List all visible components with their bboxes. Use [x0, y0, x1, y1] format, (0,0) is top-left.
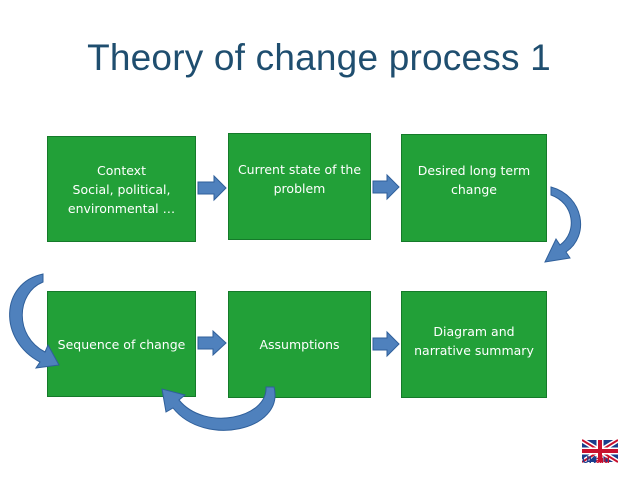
arrow-assumptions-to-summary [372, 330, 400, 358]
arrow-current-to-desired [372, 173, 400, 201]
logo-uk-text: UK [582, 455, 596, 466]
arrow-bottom-curve [161, 386, 276, 431]
arrow-sequence-to-assumptions [197, 329, 227, 357]
box-summary: Diagram and narrative summary [401, 291, 547, 398]
box-current-state-label: Current state of the problem [237, 161, 362, 196]
box-context: Context Social, political, environmental… [47, 136, 196, 242]
box-assumptions-label: Assumptions [259, 337, 340, 352]
arrow-left-curve [9, 273, 60, 369]
uk-flag-icon [582, 437, 618, 465]
logo-aid-text: aid [595, 455, 610, 466]
box-summary-label: Diagram and narrative summary [414, 323, 534, 358]
box-assumptions: Assumptions [228, 291, 371, 398]
box-sequence: Sequence of change [47, 291, 196, 397]
box-context-label: Context Social, political, environmental… [67, 162, 176, 216]
arrow-desired-curve [544, 186, 581, 263]
arrow-context-to-current [197, 174, 227, 202]
box-sequence-label: Sequence of change [57, 336, 186, 352]
page-title: Theory of change process 1 [87, 37, 551, 78]
box-desired-change-label: Desired long term change [417, 163, 531, 197]
box-current-state: Current state of the problem [228, 133, 371, 240]
box-desired-change: Desired long term change [401, 134, 547, 242]
ukaid-logo: UKaid [582, 455, 622, 466]
